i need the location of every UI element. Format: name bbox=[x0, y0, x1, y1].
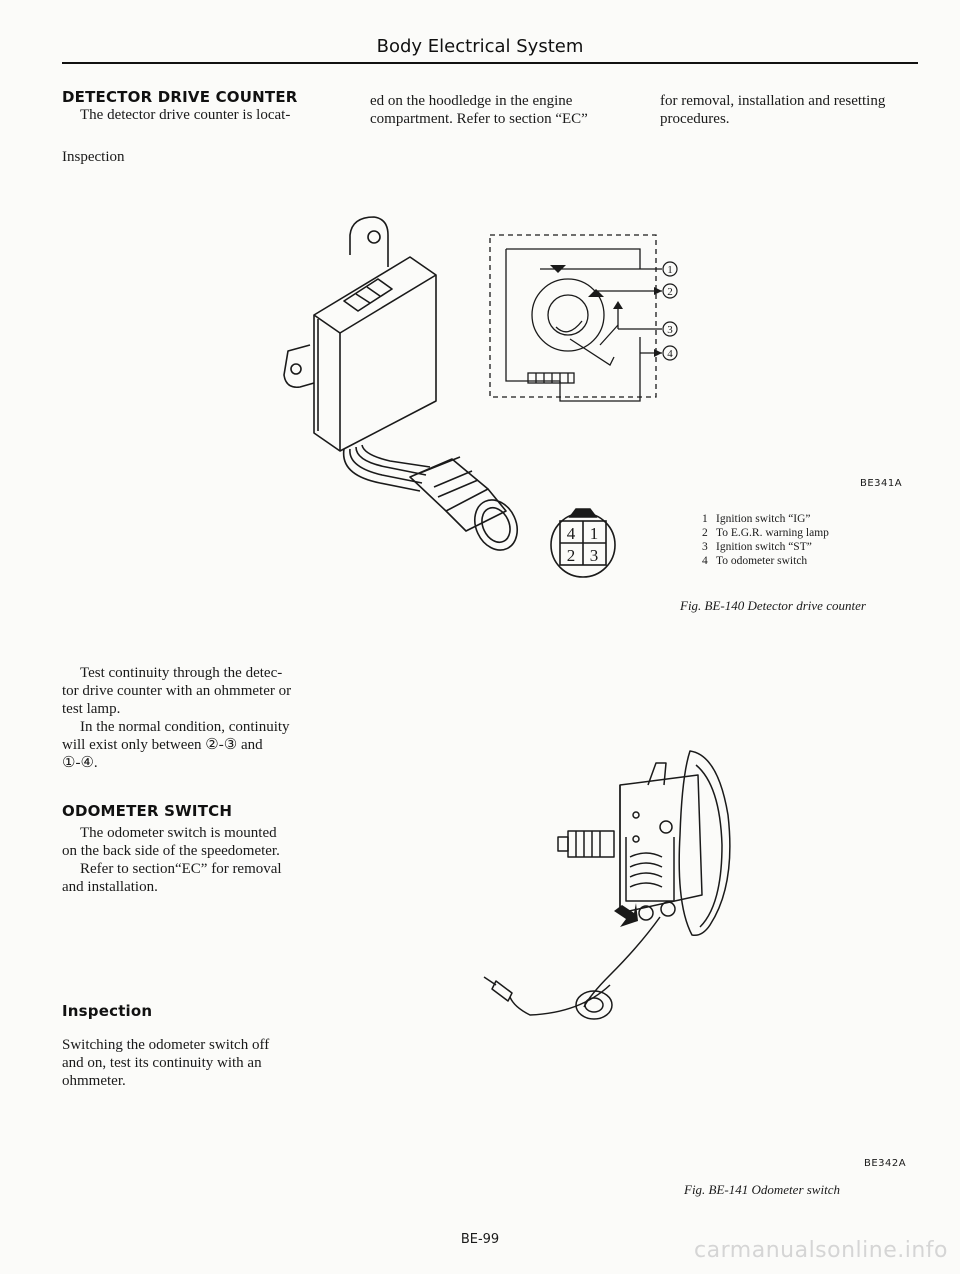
text-line: Refer to section“EC” for removal bbox=[80, 861, 282, 877]
detector-intro-col3-line1: for removal, installation and resetting bbox=[660, 93, 886, 109]
odometer-paragraph: The odometer switch is mounted on the ba… bbox=[62, 824, 342, 896]
page-number: BE-99 bbox=[460, 1232, 500, 1247]
detector-intro-col2-line2: compartment. Refer to section “EC” bbox=[370, 111, 588, 127]
connector-pin-4: 4 bbox=[567, 524, 576, 543]
callout-1: 1 bbox=[667, 264, 673, 276]
detector-heading: DETECTOR DRIVE COUNTER bbox=[62, 88, 298, 106]
figure140-code: BE341A bbox=[860, 478, 903, 489]
text-line: test lamp. bbox=[62, 701, 121, 717]
detector-intro-col2: ed on the hoodledge in the engine compar… bbox=[370, 92, 640, 128]
detector-intro-col1-line: The detector drive counter is locat- bbox=[80, 107, 291, 123]
figure141-caption: Fig. BE-141 Odometer switch bbox=[684, 1182, 840, 1197]
connector-pin-2: 2 bbox=[567, 546, 576, 565]
callout-2: 2 bbox=[667, 286, 673, 298]
text-line: Test continuity through the detec- bbox=[80, 665, 283, 681]
odometer-inspection-heading: Inspection bbox=[62, 1002, 153, 1020]
detector-test-paragraph: Test continuity through the detec- tor d… bbox=[62, 664, 342, 772]
connector-pin-1: 1 bbox=[590, 524, 599, 543]
text-line: Switching the odometer switch off bbox=[62, 1037, 270, 1053]
odometer-inspection-paragraph: Switching the odometer switch off and on… bbox=[62, 1036, 342, 1090]
text-line: will exist only between ②-③ and bbox=[62, 737, 263, 753]
odometer-heading: ODOMETER SWITCH bbox=[62, 802, 233, 820]
page-header-title: Body Electrical System bbox=[376, 36, 584, 57]
detector-drive-counter-illustration: 1 2 3 4 4 1 2 3 bbox=[283, 216, 678, 578]
text-line: on the back side of the speedometer. bbox=[62, 843, 280, 859]
watermark: carmanualsonline.info bbox=[694, 1238, 948, 1263]
detector-inspection-label: Inspection bbox=[62, 149, 125, 165]
text-line: In the normal condition, continuity bbox=[80, 719, 290, 735]
header-rule bbox=[62, 62, 918, 64]
detector-intro-col1: The detector drive counter is locat- bbox=[80, 106, 350, 124]
callout-3: 3 bbox=[667, 324, 673, 336]
figure140-caption: Fig. BE-140 Detector drive counter bbox=[680, 598, 866, 613]
detector-intro-col3: for removal, installation and resetting … bbox=[660, 92, 920, 128]
connector-pin-3: 3 bbox=[590, 546, 599, 565]
odometer-switch-illustration bbox=[483, 750, 731, 1020]
text-line: and installation. bbox=[62, 879, 158, 895]
detector-intro-col3-line2: procedures. bbox=[660, 111, 730, 127]
text-line: ohmmeter. bbox=[62, 1073, 126, 1089]
text-line: The odometer switch is mounted bbox=[80, 825, 277, 841]
callout-4: 4 bbox=[667, 348, 673, 360]
text-line: tor drive counter with an ohmmeter or bbox=[62, 683, 292, 699]
figure141-code: BE342A bbox=[864, 1158, 907, 1169]
text-line: and on, test its continuity with an bbox=[62, 1055, 262, 1071]
text-line: ①-④. bbox=[62, 755, 98, 771]
detector-intro-col2-line1: ed on the hoodledge in the engine bbox=[370, 93, 573, 109]
